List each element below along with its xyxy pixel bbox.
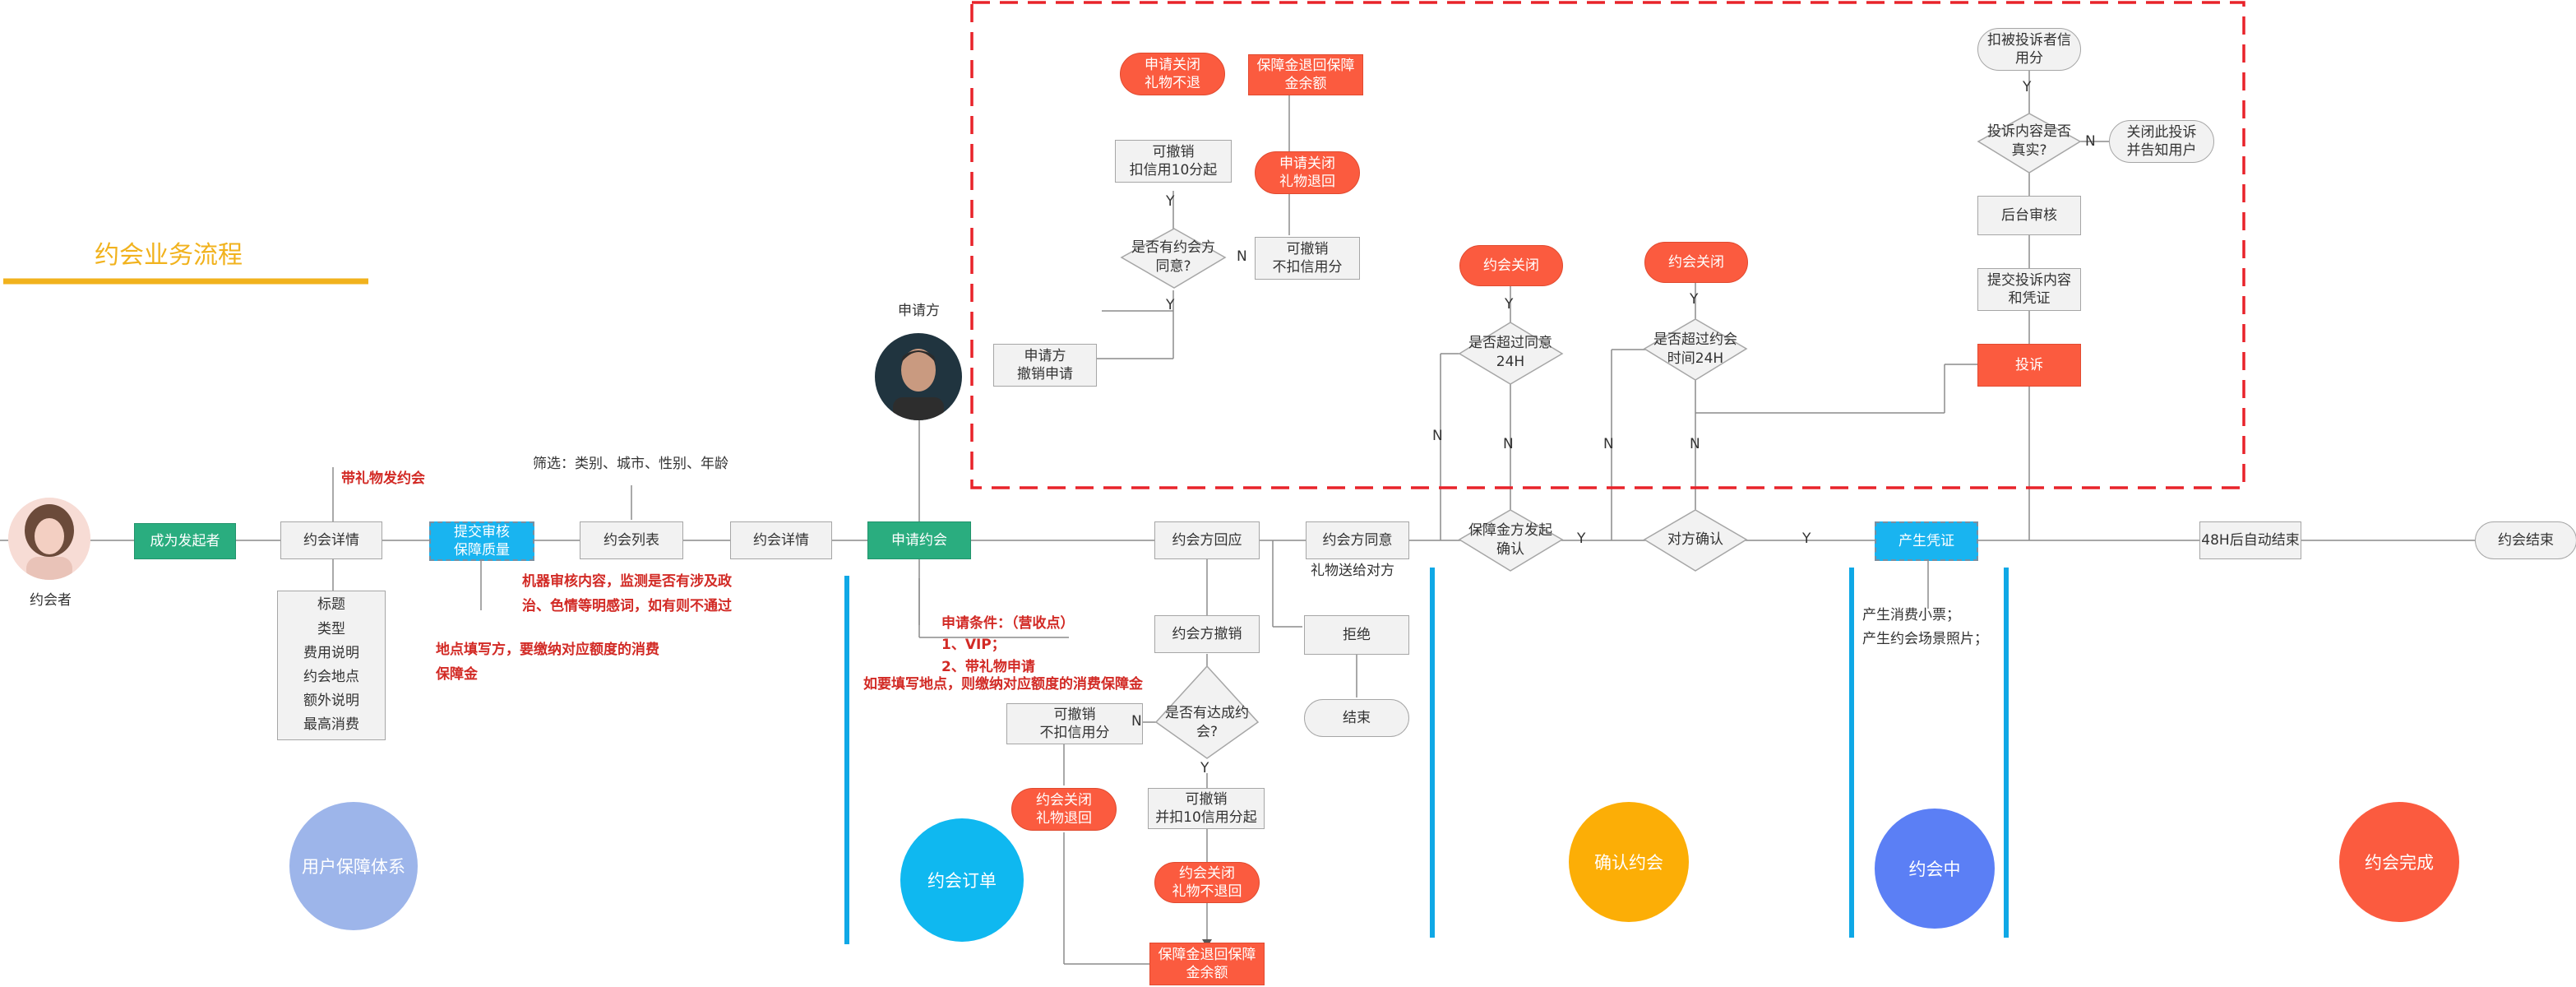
close-return-node: 申请关闭 礼物退回 <box>1255 151 1360 194</box>
date-list-node: 约会列表 <box>580 521 683 559</box>
yes-label: Y <box>1200 760 1209 776</box>
stage-confirm-circle: 确认约会 <box>1569 802 1689 922</box>
man-portrait-icon <box>875 333 962 420</box>
guarantee-return-node: 保障金退回保障 金余额 <box>1149 943 1265 985</box>
no-label: N <box>2085 133 2096 150</box>
details-item: 标题 <box>317 596 345 614</box>
close-gift-return-node: 约会关闭 礼物退回 <box>1011 788 1117 831</box>
apply-conditions-note: 申请条件：（营收点） 1、VIP； 2、带礼物申请 <box>941 615 1075 675</box>
stage-done-circle: 约会完成 <box>2339 802 2459 922</box>
refuse-node: 拒绝 <box>1304 615 1409 655</box>
details-item: 费用说明 <box>303 644 359 661</box>
date-close-2-node: 约会关闭 <box>1644 242 1748 283</box>
date-agree-node: 约会方同意 <box>1306 521 1409 559</box>
yes-label: Y <box>2023 79 2032 95</box>
date-detail-2-node: 约会详情 <box>730 521 832 559</box>
no-label: N <box>1432 428 1443 444</box>
woman-portrait-icon <box>8 498 90 580</box>
date-reply-node: 约会方回应 <box>1154 521 1260 559</box>
voucher-desc-note: 产生消费小票； 产生约会场景照片； <box>1862 607 1988 647</box>
applicant-cancel-node: 申请方 撤销申请 <box>993 344 1097 387</box>
stage-user-circle: 用户保障体系 <box>289 802 418 930</box>
date-detail-node: 约会详情 <box>280 521 382 559</box>
diagram-title: 约会业务流程 <box>95 241 243 270</box>
over-agree-24h-diamond: 是否超过同意 24H <box>1468 335 1552 370</box>
yes-label: Y <box>1166 297 1175 313</box>
backend-review-node: 后台审核 <box>1977 196 2081 235</box>
details-item: 最高消费 <box>303 716 359 734</box>
no-label: N <box>1131 713 1142 730</box>
revocable-deduct10-cancel-node: 可撤销 扣信用10分起 <box>1115 140 1232 183</box>
yes-label: Y <box>1505 296 1514 313</box>
revocable-no-deduct-top-node: 可撤销 不扣信用分 <box>1255 237 1360 280</box>
no-label: N <box>1237 248 1247 265</box>
location-fee-note: 地点填写方，要缴纳对应额度的消费 保障金 <box>436 642 659 683</box>
close-no-return-node: 申请关闭 礼物不退 <box>1120 53 1225 95</box>
date-close-1-node: 约会关闭 <box>1459 245 1563 286</box>
details-item: 约会地点 <box>303 669 359 685</box>
applicant-label: 申请方 <box>898 303 940 319</box>
yes-label: Y <box>1166 193 1175 210</box>
with-gift-note: 带礼物发约会 <box>341 470 425 487</box>
voucher-node: 产生凭证 <box>1875 521 1978 561</box>
details-list-box: 标题 类型 费用说明 约会地点 额外说明 最高消费 <box>277 591 386 740</box>
yes-label: Y <box>1577 531 1586 547</box>
stage-order-circle: 约会订单 <box>900 818 1024 942</box>
other-confirm-diamond: 对方确认 <box>1667 531 1723 548</box>
submit-evidence-node: 提交投诉内容 和凭证 <box>1977 268 2081 311</box>
details-item: 额外说明 <box>303 693 359 710</box>
dater-label: 约会者 <box>30 592 72 609</box>
end-node: 结束 <box>1304 699 1409 737</box>
yes-label: Y <box>1802 531 1811 547</box>
submit-review-node: 提交审核 保障质量 <box>429 521 534 561</box>
apply-date-node: 申请约会 <box>867 521 971 559</box>
stage-ongoing-circle: 约会中 <box>1875 809 1995 929</box>
complaint-true-diamond: 投诉内容是否 真实? <box>1987 123 2071 159</box>
no-label: N <box>1690 436 1700 452</box>
agree-q-diamond: 是否有约会方 同意? <box>1131 239 1215 275</box>
yes-label: Y <box>1690 291 1699 308</box>
details-item: 类型 <box>317 620 345 637</box>
filter-note: 筛选：类别、城市、性别、年龄 <box>533 456 728 472</box>
fill-location-note: 如要填写地点，则缴纳对应额度的消费保障金 <box>863 676 1143 693</box>
close-gift-no-return-node: 约会关闭 礼物不退回 <box>1154 862 1260 903</box>
guarantee-confirm-diamond: 保障金方发起 确认 <box>1468 522 1552 558</box>
dater-avatar <box>8 498 90 580</box>
no-label: N <box>1603 436 1614 452</box>
become-initiator-node: 成为发起者 <box>134 523 236 559</box>
cancel-date-node: 约会方撤销 <box>1154 615 1260 653</box>
deduct-score-node: 扣被投诉者信 用分 <box>1977 28 2081 71</box>
applicant-avatar <box>875 333 962 420</box>
reached-date-diamond: 是否有达成约 会? <box>1165 705 1249 740</box>
no-label: N <box>1503 436 1514 452</box>
complaint-node: 投诉 <box>1977 344 2081 387</box>
gift-to-other-label: 礼物送给对方 <box>1311 563 1394 579</box>
revocable-no-deduct-node: 可撤销 不扣信用分 <box>1006 703 1143 744</box>
over-date-24h-diamond: 是否超过约会 时间24H <box>1653 331 1737 367</box>
revocable-deduct10-node: 可撤销 并扣10信用分起 <box>1148 788 1265 829</box>
date-end-node: 约会结束 <box>2475 521 2576 559</box>
close-notify-node: 关闭此投诉 并告知用户 <box>2109 120 2214 163</box>
guarantee-return-top-node: 保障金退回保障 金余额 <box>1248 54 1363 95</box>
auto-end-48h-node: 48H后自动结束 <box>2199 521 2301 559</box>
machine-review-note: 机器审核内容，监测是否有涉及政 治、色情等明感词，如有则不通过 <box>522 573 732 614</box>
